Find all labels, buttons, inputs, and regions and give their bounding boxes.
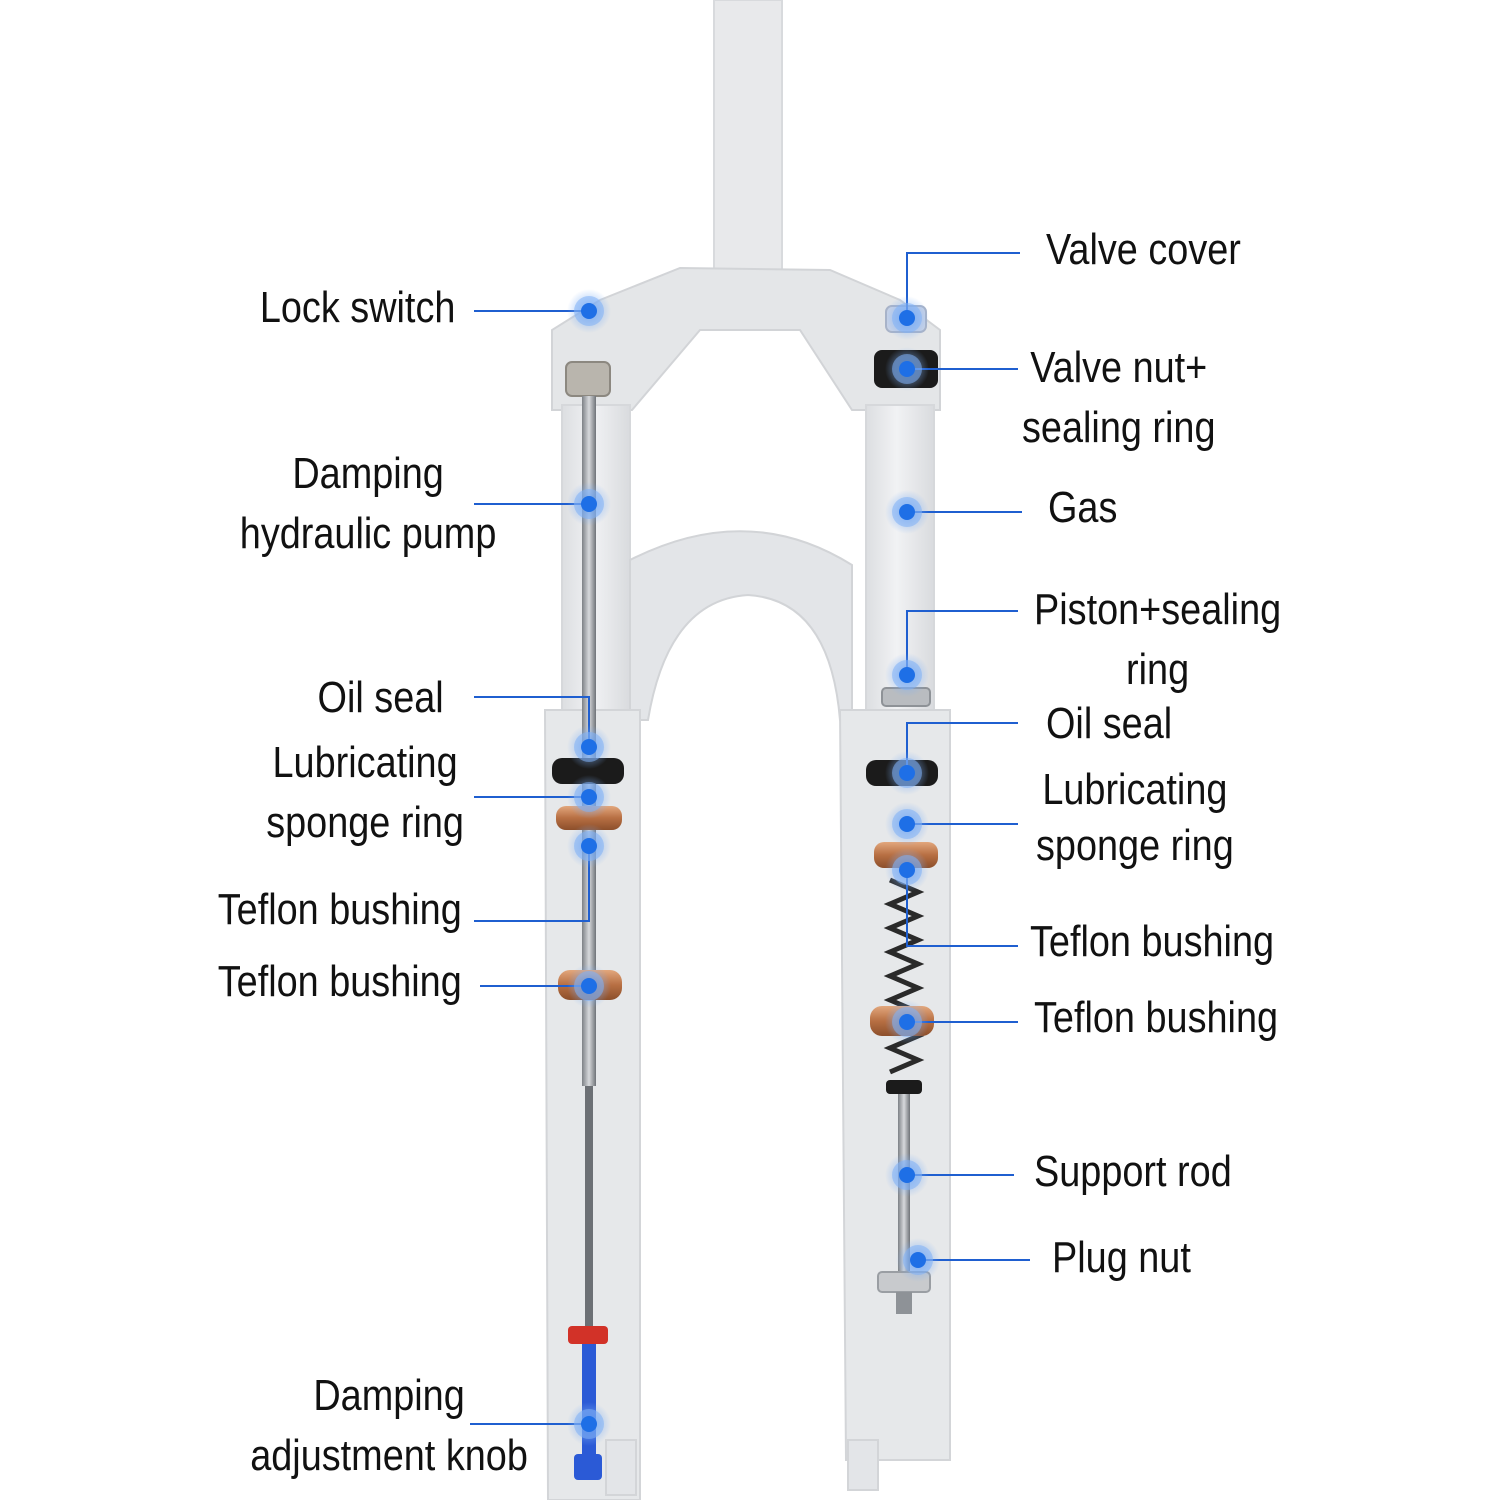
label-oil-seal-right: Oil seal — [1046, 699, 1173, 748]
leader-teflon-right-1 — [906, 870, 1018, 947]
marker-piston-icon — [885, 653, 929, 697]
label-piston-sealing-ring: Piston+sealing ring — [1034, 585, 1282, 694]
leader-teflon-left-1 — [474, 846, 590, 922]
label-teflon-bushing-left-1: Teflon bushing — [217, 885, 462, 934]
damping-thin-rod — [585, 1086, 593, 1336]
plug-nut-bolt — [896, 1292, 912, 1314]
left-dropout — [605, 1439, 637, 1496]
marker-valve-cover-icon — [885, 296, 929, 340]
marker-support-rod-icon — [885, 1153, 929, 1197]
marker-valve-nut-icon — [885, 347, 929, 391]
label-lubricating-sponge-ring-right: Lubricating sponge ring — [1036, 765, 1234, 870]
steerer-tube — [713, 0, 783, 271]
label-plug-nut: Plug nut — [1052, 1233, 1191, 1282]
label-teflon-bushing-right-1: Teflon bushing — [1030, 917, 1275, 966]
marker-sponge-right-icon — [885, 802, 929, 846]
marker-oil-seal-left-icon — [567, 725, 611, 769]
marker-lock-switch-icon — [567, 289, 611, 333]
label-valve-cover: Valve cover — [1046, 225, 1241, 274]
marker-teflon-right-2-icon — [885, 1000, 929, 1044]
label-teflon-bushing-left-2: Teflon bushing — [217, 957, 462, 1006]
label-lubricating-sponge-ring-left: Lubricating sponge ring — [266, 738, 464, 847]
label-gas: Gas — [1048, 483, 1118, 532]
label-valve-nut-sealing-ring: Valve nut+ sealing ring — [1022, 343, 1216, 452]
right-dropout — [847, 1439, 879, 1491]
label-lock-switch: Lock switch — [259, 283, 455, 332]
marker-teflon-left-1-icon — [567, 824, 611, 868]
marker-knob-icon — [567, 1402, 611, 1446]
label-teflon-bushing-right-2: Teflon bushing — [1034, 993, 1279, 1042]
label-oil-seal-left: Oil seal — [317, 673, 444, 722]
marker-sponge-left-icon — [567, 775, 611, 819]
spring-stop — [886, 1080, 922, 1094]
marker-plug-nut-icon — [896, 1238, 940, 1282]
marker-oil-seal-right-icon — [885, 751, 929, 795]
left-oil-seal-part — [552, 758, 624, 784]
damping-knob-red — [568, 1326, 608, 1344]
label-damping-adjustment-knob: Damping adjustment knob — [250, 1371, 528, 1480]
left-leader-lines — [470, 310, 590, 1425]
label-support-rod: Support rod — [1034, 1147, 1232, 1196]
fork-arch — [629, 530, 853, 721]
fork-crown — [551, 266, 941, 411]
marker-teflon-right-1-icon — [885, 848, 929, 892]
marker-damping-pump-icon — [567, 482, 611, 526]
marker-teflon-left-2-icon — [567, 964, 611, 1008]
marker-gas-icon — [885, 490, 929, 534]
label-damping-hydraulic-pump: Damping hydraulic pump — [239, 449, 496, 558]
damping-knob-blue — [574, 1454, 602, 1480]
